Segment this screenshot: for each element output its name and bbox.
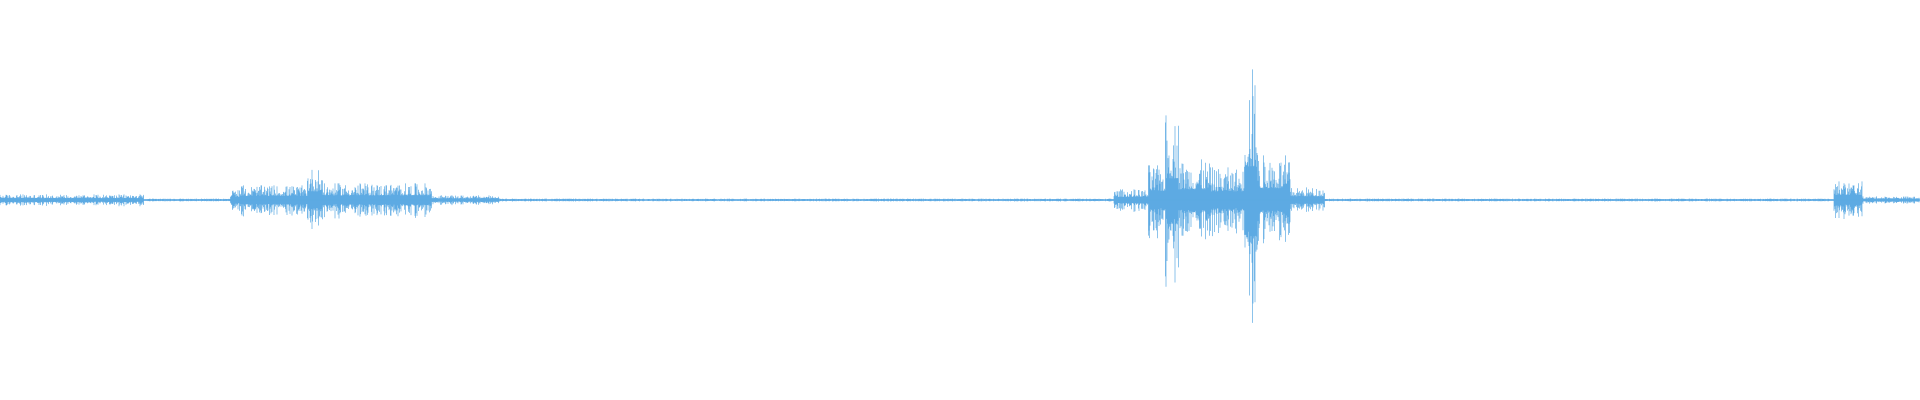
waveform-path [0, 69, 1920, 323]
waveform-bars [0, 69, 1920, 323]
